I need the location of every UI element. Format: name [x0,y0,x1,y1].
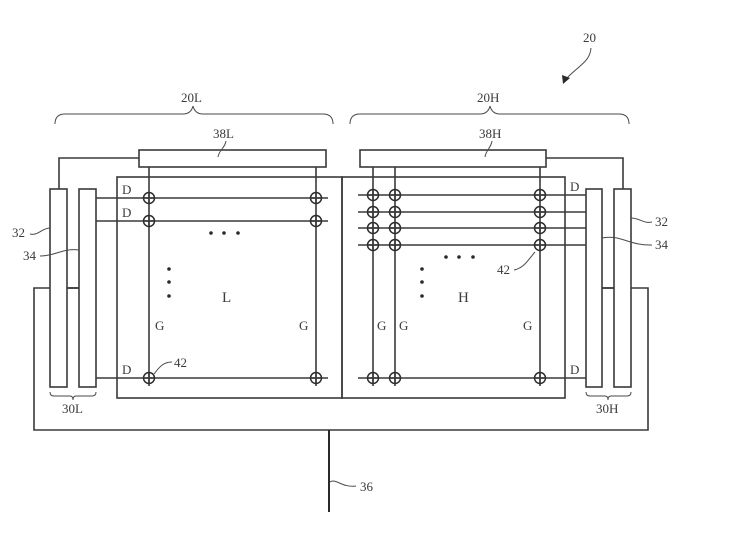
ref-20-label: 20 [583,30,596,45]
panel-L-box [116,176,343,399]
brace-20H [349,105,630,125]
gate-label-L-2: G [299,318,308,333]
pixel-grid [96,167,586,386]
ref-32-right-leader [630,217,653,223]
ellipsis-dot-v-H [420,267,424,271]
gate-label-H-1: G [377,318,386,333]
data-label-L-1: D [122,182,131,197]
data-label-L-2: D [122,205,131,220]
ellipsis-dot-v-H [420,294,424,298]
ref-32-left-leader [29,227,51,235]
ref-34-left-leader [39,249,80,257]
ref-20-arrow [566,47,592,79]
ellipsis-dot-h-L [236,231,240,235]
gate-label-L-1: G [155,318,164,333]
gate-label-H-2: G [399,318,408,333]
ellipsis-dot-v-L [167,267,171,271]
driver-38L-leader [217,140,227,158]
brace-20H-label: 20H [477,90,499,105]
brace-30L [49,391,97,401]
driver-38H [359,149,547,168]
ref-32-right-label: 32 [655,214,668,229]
driver-38H-leader [484,140,493,158]
common-bus [33,287,649,431]
data-label-H-last: D [570,362,579,377]
ref-42-right-leader [513,251,536,271]
ref-34-right-label: 34 [655,237,669,252]
ref-34-left-label: 34 [23,248,37,263]
ref-36-label: 36 [360,479,374,494]
brace-30H [585,391,632,401]
region-label-L: L [222,290,231,306]
ref-42-left-label: 42 [174,355,187,370]
brace-20L [54,105,334,125]
ref-36-leader [329,480,357,487]
ellipsis-dot-h-H [457,255,461,259]
bar-32-right [613,188,632,388]
ellipsis-dot-h-L [209,231,213,235]
ellipsis-dot-v-L [167,280,171,284]
data-label-H-1: D [570,179,579,194]
brace-20L-label: 20L [181,90,202,105]
bar-34-right [585,188,603,388]
driver-38L [138,149,327,168]
wire-38L-to-32 [58,157,139,189]
ref-34-right-leader [601,236,653,246]
bar-34-left [78,188,97,388]
ref-20-arrowhead [562,75,570,84]
ellipsis-dot-h-L [222,231,226,235]
ellipsis-dot-h-H [471,255,475,259]
ref-42-right-label: 42 [497,262,510,277]
brace-30H-label: 30H [596,401,618,416]
data-label-L-last: D [122,362,131,377]
region-label-H: H [458,290,469,306]
driver-38H-label: 38H [479,126,501,141]
ellipsis-dot-v-H [420,280,424,284]
bar-32-left [49,188,68,388]
brace-30L-label: 30L [62,401,83,416]
gate-label-H-3: G [523,318,532,333]
ref-42-left-leader [153,361,173,375]
driver-38L-label: 38L [213,126,234,141]
ellipsis-dot-h-H [444,255,448,259]
wire-38H-to-32 [546,157,624,189]
panel-H-box [341,176,566,399]
ref-32-left-label: 32 [12,225,25,240]
ellipsis-dot-v-L [167,294,171,298]
